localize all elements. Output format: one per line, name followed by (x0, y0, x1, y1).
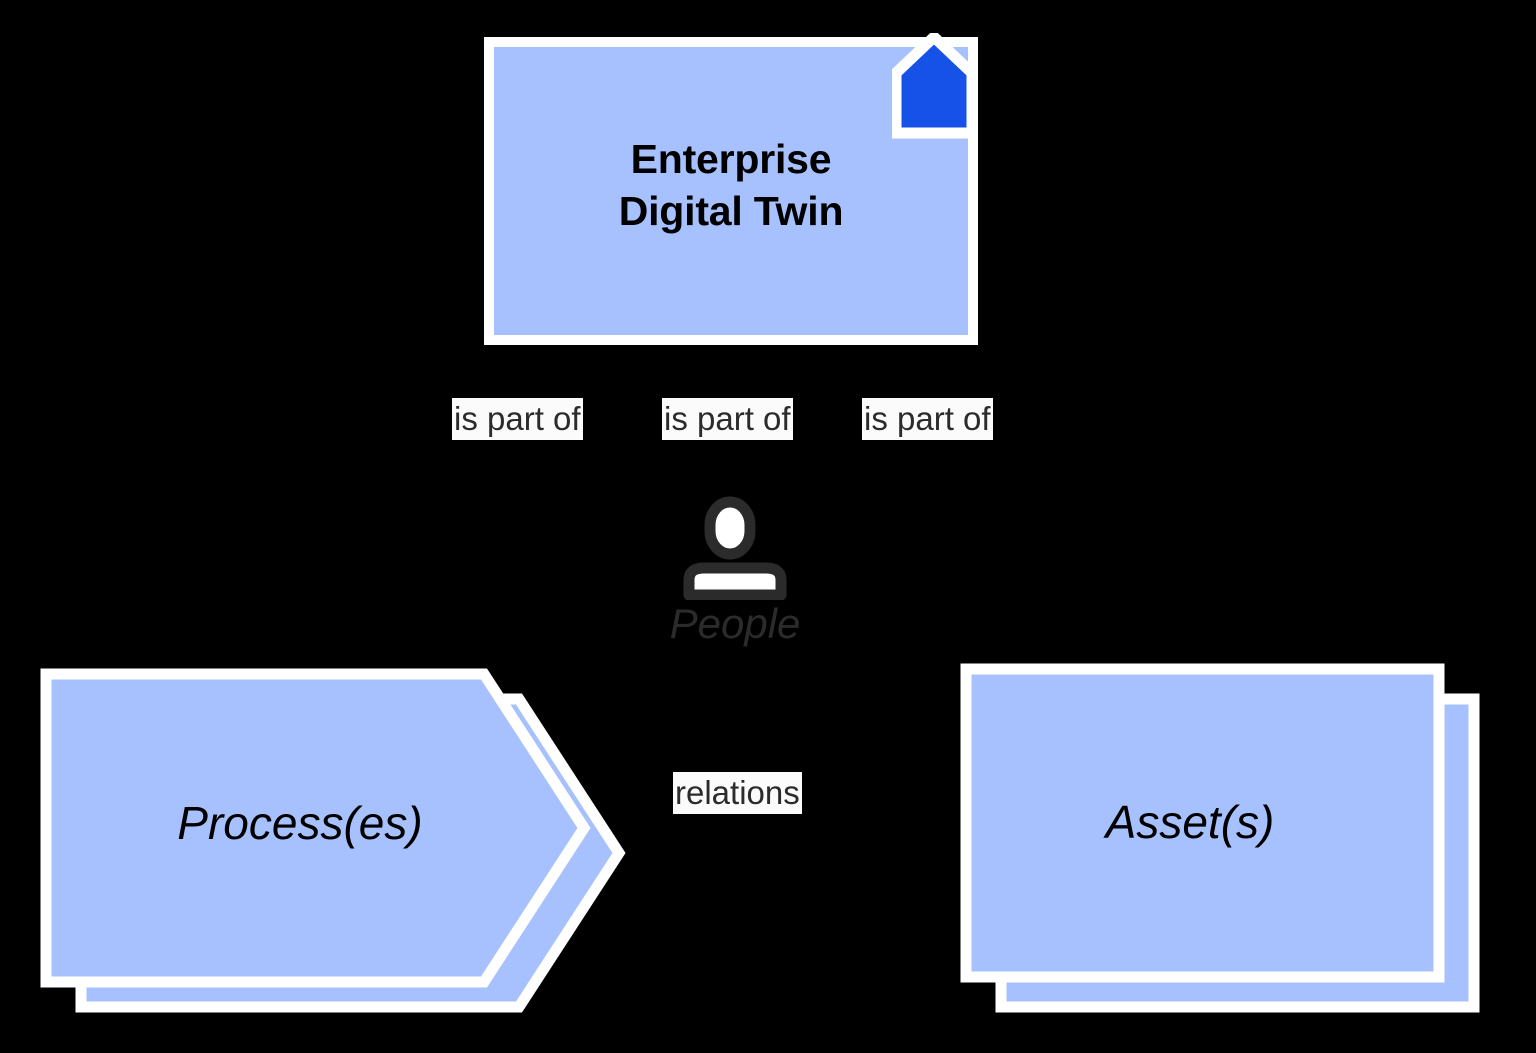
people-actor-node[interactable]: People (670, 496, 800, 656)
process-label: Process(es) (177, 797, 423, 849)
enterprise-digital-twin-node[interactable]: Enterprise Digital Twin (484, 33, 978, 345)
process-shape-front (40, 668, 591, 988)
asset-node[interactable]: Asset(s) (960, 663, 1480, 1013)
edt-title-line2: Digital Twin (618, 188, 844, 235)
enterprise-digital-twin-title: Enterprise Digital Twin (494, 133, 968, 238)
edge-label-is-part-of-asset: is part of (862, 398, 993, 440)
edge-label-is-part-of-people: is part of (662, 398, 793, 440)
process-node[interactable]: Process(es) (40, 668, 630, 1013)
asset-stacked-rect-shape (960, 663, 1480, 1013)
edge-asset-part-of-edt (841, 345, 1103, 677)
edge-label-is-part-of-process: is part of (452, 398, 583, 440)
edt-title-line1: Enterprise (630, 136, 832, 182)
person-actor-icon (683, 496, 787, 600)
house-icon (892, 33, 976, 139)
asset-label: Asset(s) (1105, 796, 1275, 848)
edge-process-part-of-edt (399, 345, 630, 673)
asset-shape-front (960, 663, 1445, 983)
people-label: People (669, 600, 801, 647)
edge-label-relations: relations (673, 772, 802, 814)
process-stacked-arrow-shape (40, 668, 626, 1013)
